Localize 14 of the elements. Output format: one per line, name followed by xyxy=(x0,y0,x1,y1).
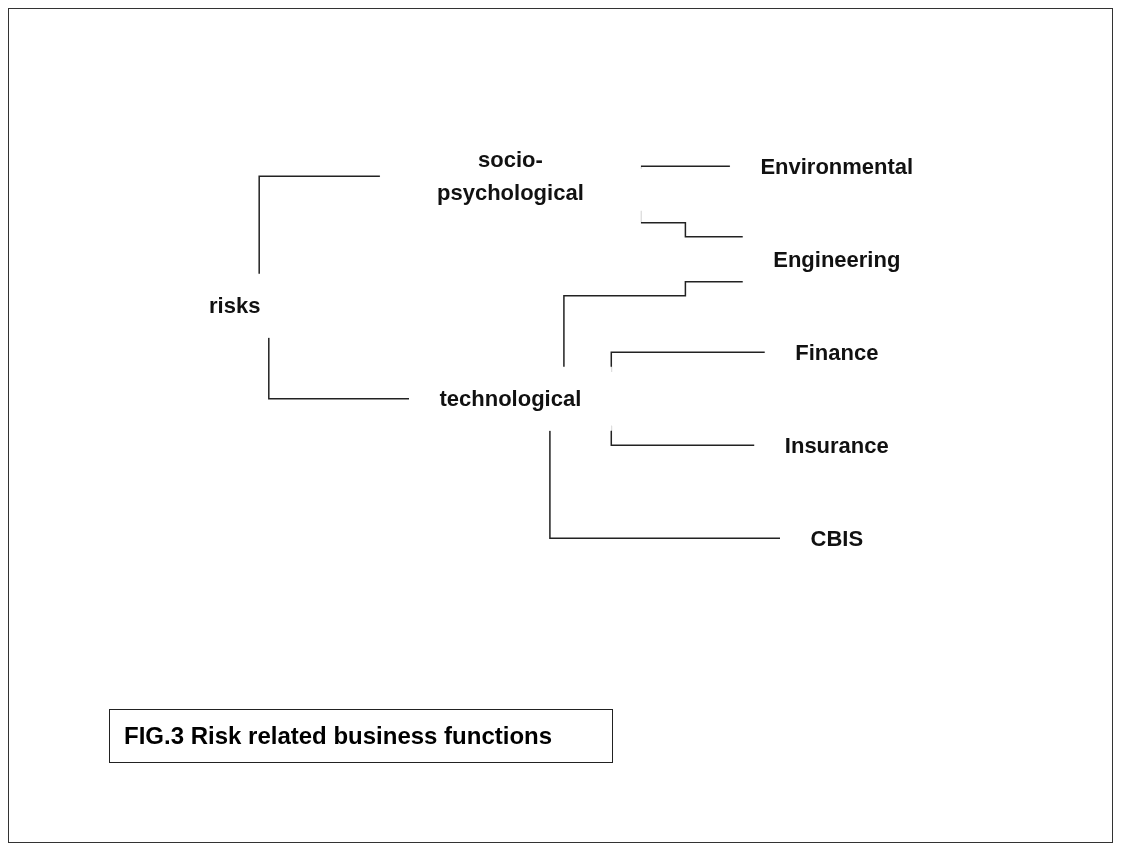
node-text: CBIS xyxy=(810,525,864,551)
figure-caption: FIG.3 Risk related business functions xyxy=(109,709,614,763)
node-text: risks xyxy=(209,293,261,319)
node-text: Engineering xyxy=(773,246,901,272)
node-text: socio-psychological xyxy=(437,147,585,206)
connector xyxy=(549,429,782,539)
node-text: Finance xyxy=(795,339,879,365)
connector xyxy=(258,175,382,275)
node-text: Insurance xyxy=(785,432,890,458)
connector xyxy=(563,281,745,368)
node-text: Environmental xyxy=(760,153,914,179)
node-text: technological xyxy=(439,386,582,412)
connector xyxy=(268,336,411,400)
connector xyxy=(640,165,732,170)
